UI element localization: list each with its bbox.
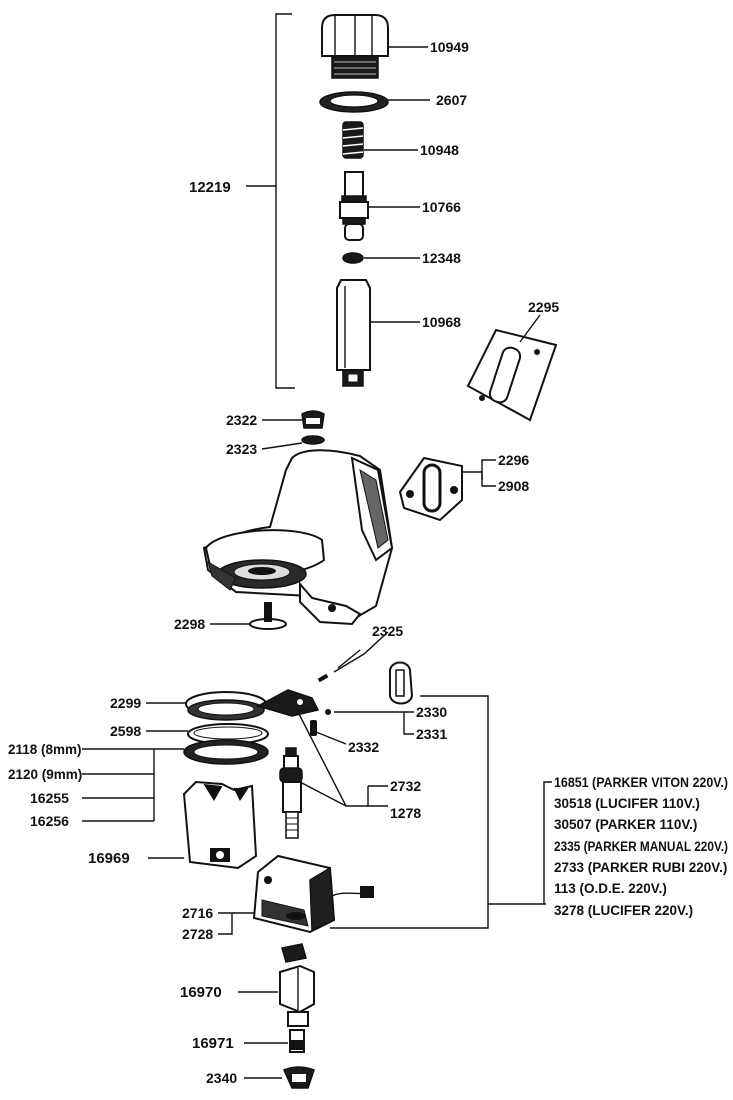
part-1278-plunger	[279, 747, 303, 839]
part-2118-ring	[183, 739, 269, 765]
coil-variant-item: 2335 (PARKER MANUAL 220V.)	[554, 839, 728, 854]
part-2322-nut	[301, 410, 325, 429]
coil-variant-item: 3278 (LUCIFER 220V.)	[554, 903, 693, 918]
part-2323-washer	[301, 435, 325, 445]
label-2325: 2325	[372, 623, 403, 639]
part-16969-body	[182, 780, 258, 870]
label-2716: 2716	[182, 905, 213, 921]
coil-variant-item: 30507 (PARKER 110V.)	[554, 817, 697, 832]
part-2296-2908-gasket	[398, 456, 463, 522]
part-2325-pin	[317, 673, 329, 683]
label-10766: 10766	[422, 199, 461, 215]
label-16969: 16969	[88, 850, 130, 867]
part-16970-nut	[279, 943, 315, 1027]
label-2323: 2323	[226, 441, 257, 457]
part-2340-cap	[283, 1066, 315, 1089]
part-coil-clip	[389, 661, 414, 705]
label-16255: 16255	[30, 790, 69, 806]
label-2732: 2732	[390, 778, 421, 794]
part-2295-gasket	[466, 328, 558, 422]
part-10968-tube	[336, 279, 371, 387]
part-12348-seal	[342, 252, 364, 264]
label-10949: 10949	[430, 39, 469, 55]
valve-body-housing	[202, 449, 394, 626]
coil-variant-item: 30518 (LUCIFER 110V.)	[554, 796, 700, 811]
coil-variants-list: 16851 (PARKER VITON 220V.) 30518 (LUCIFE…	[554, 775, 728, 918]
label-2330: 2330	[416, 704, 447, 720]
part-16971-screw	[289, 1029, 305, 1053]
label-12348: 12348	[422, 250, 461, 266]
part-2331-nut	[325, 709, 331, 715]
label-2322: 2322	[226, 412, 257, 428]
part-10948-spring	[342, 121, 364, 159]
part-2607-ring	[319, 91, 389, 113]
label-2298: 2298	[174, 616, 205, 632]
part-10949-nut	[321, 14, 389, 79]
label-2118: 2118 (8mm)	[8, 742, 82, 757]
label-2607: 2607	[436, 92, 467, 108]
label-16970: 16970	[180, 984, 222, 1001]
part-2298-seal	[249, 602, 287, 630]
part-10766-core	[339, 171, 369, 241]
label-2340: 2340	[206, 1070, 237, 1086]
label-2598: 2598	[110, 723, 141, 739]
label-16971: 16971	[192, 1035, 234, 1052]
coil-variant-item: 16851 (PARKER VITON 220V.)	[554, 775, 728, 790]
part-2716-coil	[252, 854, 374, 934]
part-2332-screw	[310, 720, 317, 736]
label-2908: 2908	[498, 478, 529, 494]
leader-group-orings	[82, 748, 184, 822]
label-10948: 10948	[420, 142, 459, 158]
label-1278: 1278	[390, 805, 421, 821]
label-2295: 2295	[528, 299, 559, 315]
label-12219: 12219	[189, 179, 231, 196]
label-2331: 2331	[416, 726, 447, 742]
label-2120: 2120 (9mm)	[8, 767, 82, 782]
coil-variant-item: 113 (O.D.E. 220V.)	[554, 881, 667, 896]
label-2299: 2299	[110, 695, 141, 711]
leader-coil-variants	[330, 695, 552, 929]
coil-variant-item: 2733 (PARKER RUBI 220V.)	[554, 860, 727, 875]
assembly-12219-bracket	[246, 13, 295, 389]
label-2332: 2332	[348, 739, 379, 755]
part-2299-ring	[185, 691, 267, 721]
part-2330-plate	[256, 689, 320, 717]
label-16256: 16256	[30, 813, 69, 829]
label-2296: 2296	[498, 452, 529, 468]
label-2728: 2728	[182, 926, 213, 942]
label-10968: 10968	[422, 314, 461, 330]
